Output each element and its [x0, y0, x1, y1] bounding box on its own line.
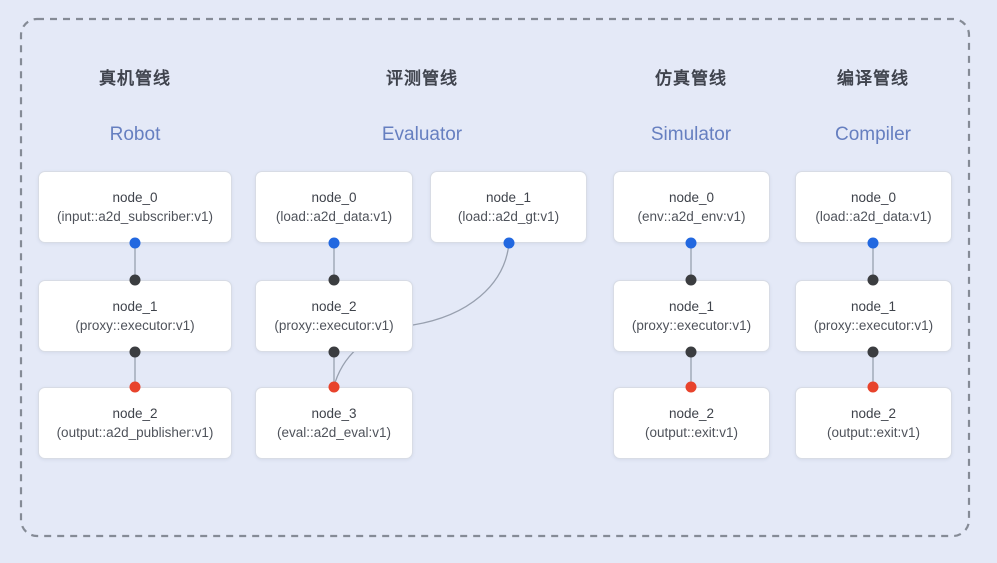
output-port-dot [129, 346, 141, 358]
node-type: (proxy::executor:v1) [75, 318, 195, 333]
node-name: node_2 [112, 406, 158, 421]
pipeline-title-zh-evaluator: 评测管线 [386, 69, 458, 88]
node-name: node_0 [112, 190, 158, 205]
pipeline-title-zh-simulator: 仿真管线 [655, 69, 727, 88]
input-port-dot [685, 274, 697, 286]
node-evaluator-1: node_1 (load::a2d_gt:v1) [430, 171, 587, 243]
input-port-dot [867, 274, 879, 286]
pipeline-title-zh-robot: 真机管线 [99, 69, 171, 88]
node-type: (load::a2d_data:v1) [275, 209, 393, 224]
node-type: (output::a2d_publisher:v1) [56, 425, 214, 440]
output-port-dot [328, 237, 340, 249]
node-simulator-2: node_2 (output::exit:v1) [613, 387, 770, 459]
node-name: node_2 [311, 299, 357, 314]
node-name: node_3 [311, 406, 357, 421]
node-type: (load::a2d_gt:v1) [457, 209, 560, 224]
node-compiler-2: node_2 (output::exit:v1) [795, 387, 952, 459]
output-port-dot [328, 346, 340, 358]
node-simulator-0: node_0 (env::a2d_env:v1) [613, 171, 770, 243]
output-port-dot [867, 346, 879, 358]
node-name: node_0 [850, 190, 897, 205]
curved-edge [333, 242, 510, 387]
pipeline-title-en-evaluator: Evaluator [381, 124, 463, 145]
input-port-dot [129, 381, 141, 393]
node-evaluator-0: node_0 (load::a2d_data:v1) [255, 171, 413, 243]
node-type: (env::a2d_env:v1) [637, 209, 746, 224]
input-port-dot [129, 274, 141, 286]
node-name: node_0 [668, 190, 715, 205]
node-type: (output::exit:v1) [826, 425, 921, 440]
input-port-dot [685, 381, 697, 393]
pipeline-title-en-compiler: Compiler [834, 124, 912, 145]
output-port-dot [685, 346, 697, 358]
output-port-dot [685, 237, 697, 249]
node-name: node_1 [485, 190, 532, 205]
pipeline-title-zh-compiler: 编译管线 [837, 69, 909, 88]
node-robot-1: node_1 (proxy::executor:v1) [38, 280, 232, 352]
node-evaluator-3: node_3 (eval::a2d_eval:v1) [255, 387, 413, 459]
node-name: node_1 [668, 299, 715, 314]
input-port-dot [328, 381, 340, 393]
input-port-dot [867, 381, 879, 393]
node-name: node_1 [850, 299, 897, 314]
node-simulator-1: node_1 (proxy::executor:v1) [613, 280, 770, 352]
output-port-dot [503, 237, 515, 249]
node-type: (eval::a2d_eval:v1) [276, 425, 392, 440]
node-name: node_0 [311, 190, 357, 205]
dashed-frame [19, 17, 971, 538]
node-robot-0: node_0 (input::a2d_subscriber:v1) [38, 171, 232, 243]
node-name: node_1 [112, 299, 158, 314]
node-type: (output::exit:v1) [644, 425, 739, 440]
node-type: (input::a2d_subscriber:v1) [56, 209, 214, 224]
node-name: node_2 [668, 406, 715, 421]
pipeline-title-en-robot: Robot [109, 124, 161, 145]
input-port-dot [328, 274, 340, 286]
node-robot-2: node_2 (output::a2d_publisher:v1) [38, 387, 232, 459]
node-type: (proxy::executor:v1) [274, 318, 394, 333]
node-compiler-1: node_1 (proxy::executor:v1) [795, 280, 952, 352]
node-evaluator-2: node_2 (proxy::executor:v1) [255, 280, 413, 352]
node-type: (load::a2d_data:v1) [815, 209, 932, 224]
pipeline-title-en-simulator: Simulator [650, 124, 732, 145]
node-type: (proxy::executor:v1) [813, 318, 934, 333]
output-port-dot [129, 237, 141, 249]
node-type: (proxy::executor:v1) [631, 318, 752, 333]
output-port-dot [867, 237, 879, 249]
node-name: node_2 [850, 406, 897, 421]
node-compiler-0: node_0 (load::a2d_data:v1) [795, 171, 952, 243]
